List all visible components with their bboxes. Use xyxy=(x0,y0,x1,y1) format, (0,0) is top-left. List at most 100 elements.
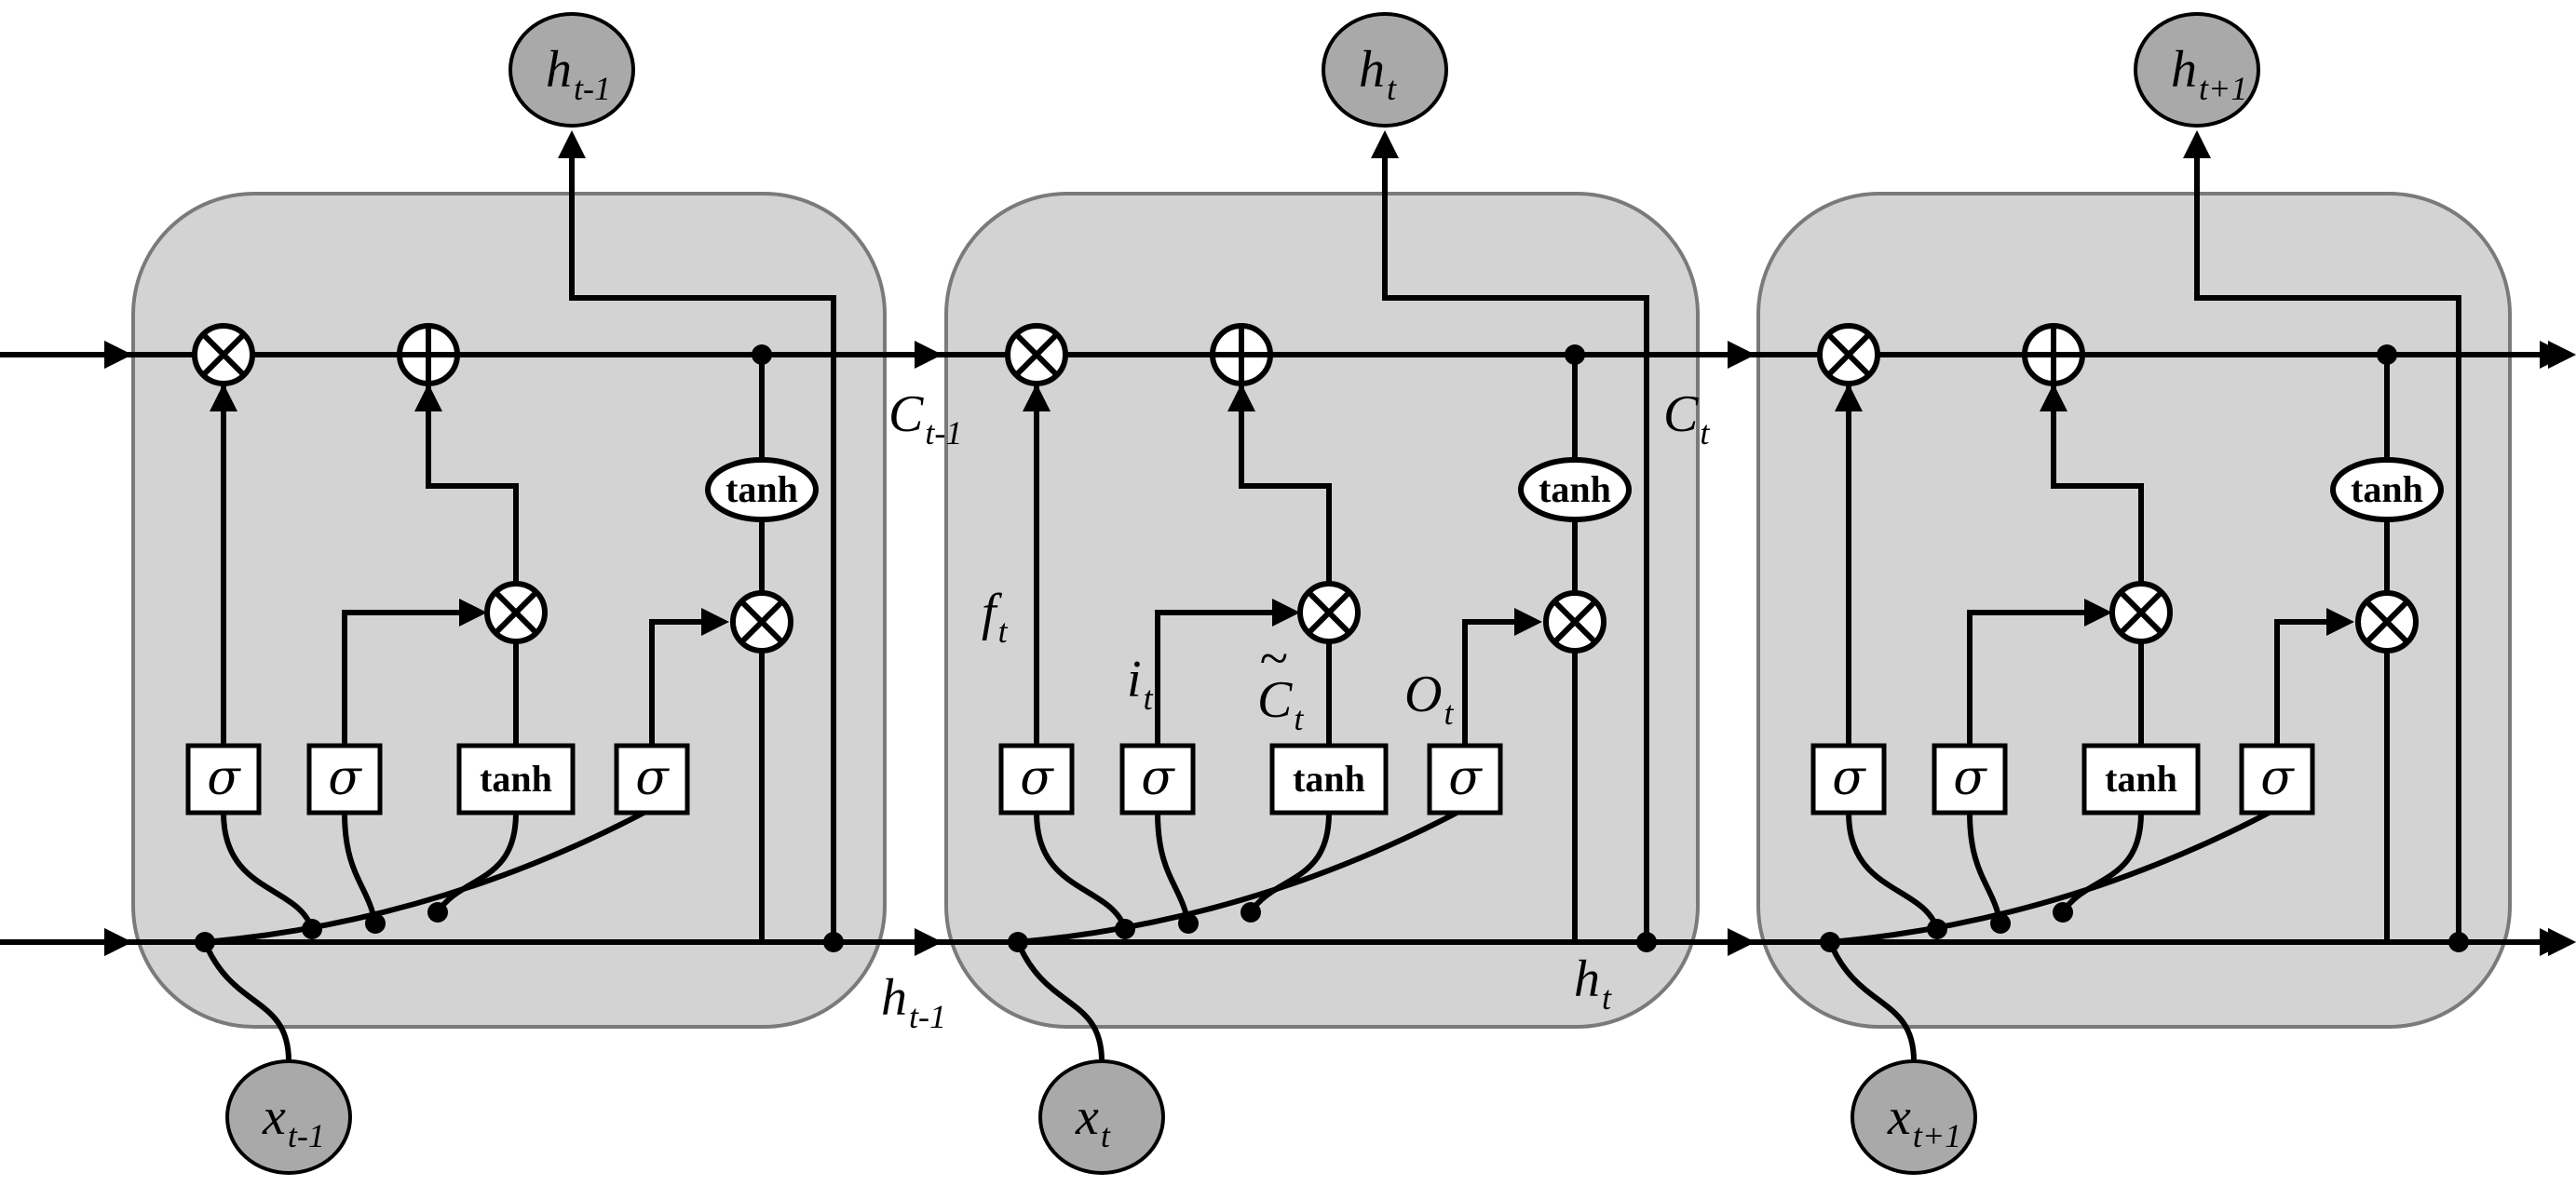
h-output-node-2: ht+1 xyxy=(2134,12,2260,128)
multiply-cross xyxy=(1826,332,1871,377)
output-tanh: tanh xyxy=(2330,457,2444,522)
update-line xyxy=(426,385,519,584)
h-output-node-1-circle xyxy=(1322,12,1448,128)
x-input-node-1-circle xyxy=(1038,1059,1165,1175)
x-input-node-0-circle xyxy=(225,1059,352,1175)
input-wire xyxy=(202,940,291,1062)
add-op xyxy=(397,323,460,386)
input-arrow xyxy=(1272,599,1300,627)
x-input-node-1-label: xt xyxy=(1075,1088,1111,1154)
input-sigma-gate: σ xyxy=(1932,743,2008,815)
gate-box xyxy=(614,743,690,815)
forget-sigma-gate: σ xyxy=(998,743,1075,815)
concat-curve xyxy=(1829,807,2276,945)
cell-state-input-arrow xyxy=(104,341,132,369)
gate-box xyxy=(998,743,1075,815)
input-multiply-op xyxy=(1297,581,1361,644)
candidate-tanh-gate: tanh xyxy=(2081,743,2201,815)
hidden-state-label-1: ht xyxy=(1574,950,1612,1017)
gate-label: σ xyxy=(328,750,362,806)
multiply-cross xyxy=(494,590,538,635)
input-junction-dot xyxy=(195,932,215,952)
multiply-cross xyxy=(201,332,246,377)
forget-arrow xyxy=(1023,384,1051,411)
candidate-tanh-gate: tanh xyxy=(456,743,576,815)
output-multiply-op xyxy=(1543,590,1607,654)
feed-junction-dot xyxy=(2053,902,2073,923)
h-output-arrow xyxy=(1371,130,1399,158)
output-gate-label: Ot xyxy=(1404,666,1454,732)
forget-feed xyxy=(1846,812,1940,931)
input-arrow xyxy=(459,599,487,627)
hidden-state-label-0: ht-1 xyxy=(881,969,946,1035)
output-multiply-op xyxy=(2355,590,2419,654)
update-line xyxy=(1239,385,1332,584)
output-gate-arrow xyxy=(1514,608,1542,636)
gate-label: tanh xyxy=(480,758,552,800)
gate-box xyxy=(2081,743,2201,815)
forget-feed xyxy=(1034,812,1128,931)
hidden-output-arrow xyxy=(2548,928,2576,956)
cell-state-output-arrow xyxy=(2548,341,2576,369)
input-multiply-op xyxy=(2109,581,2173,644)
feed-junction-dot xyxy=(427,902,448,923)
forget-arrow xyxy=(210,384,237,411)
input-sigma-gate: σ xyxy=(1119,743,1196,815)
output-down xyxy=(759,652,834,945)
multiply-cross xyxy=(2119,590,2163,635)
output-sigma-gate: σ xyxy=(614,743,690,815)
hidden-input-arrow xyxy=(104,928,132,956)
feed-junction-dot xyxy=(1241,902,1261,923)
gate-box xyxy=(1427,743,1503,815)
input-junction-dot xyxy=(1008,932,1028,952)
h-output-line xyxy=(2194,158,2461,942)
forget-multiply-op xyxy=(192,323,255,386)
h-output-arrow xyxy=(558,130,586,158)
gate-box xyxy=(1119,743,1196,815)
input-wire xyxy=(1827,940,1917,1062)
forget-sigma-gate: σ xyxy=(185,743,262,815)
h-output-node-2-label: ht+1 xyxy=(2171,41,2247,107)
update-line xyxy=(2051,385,2144,584)
add-op xyxy=(1210,323,1273,386)
forget-sigma-gate: σ xyxy=(1810,743,1887,815)
input-feed xyxy=(1967,812,2003,924)
multiply-cross xyxy=(1014,332,1059,377)
h-output-node-1: ht xyxy=(1322,12,1448,128)
tanh-ellipse xyxy=(1518,457,1632,522)
gate-label: σ xyxy=(1448,750,1483,806)
h-output-arrow xyxy=(2183,130,2211,158)
x-input-node-1: xt xyxy=(1038,1059,1165,1175)
hidden-tap-dot xyxy=(2448,932,2469,952)
update-arrow xyxy=(2040,384,2068,411)
gate-box xyxy=(1269,743,1389,815)
tanh-ellipse xyxy=(2330,457,2444,522)
input-feed xyxy=(1155,812,1191,924)
output-gate-arrow xyxy=(2326,608,2354,636)
update-arrow xyxy=(414,384,442,411)
gate-label: σ xyxy=(1832,750,1866,806)
output-gate-line xyxy=(649,619,717,745)
input-junction-dot xyxy=(1820,932,1840,952)
multiply-cross xyxy=(2365,600,2409,644)
gate-box xyxy=(456,743,576,815)
h-output-node-0: ht-1 xyxy=(508,12,635,128)
cell-state-tap-dot xyxy=(752,344,772,365)
x-input-node-2: xt+1 xyxy=(1851,1059,1977,1175)
h-output-line xyxy=(1382,158,1649,942)
multiply-cross xyxy=(1552,600,1597,644)
tanh-ellipse xyxy=(705,457,819,522)
forget-feed xyxy=(221,812,315,931)
candidate-feed xyxy=(2060,812,2144,914)
gate-box xyxy=(306,743,383,815)
concat-curve xyxy=(204,807,651,945)
candidate-tilde: ~ xyxy=(1259,630,1287,688)
cell-state-label-0: Ct-1 xyxy=(888,385,962,451)
gate-box xyxy=(2239,743,2315,815)
tanh-ellipse-label: tanh xyxy=(2351,468,2423,510)
input-feed xyxy=(342,812,378,924)
multiply-cross xyxy=(1307,590,1351,635)
candidate-tanh-gate: tanh xyxy=(1269,743,1389,815)
